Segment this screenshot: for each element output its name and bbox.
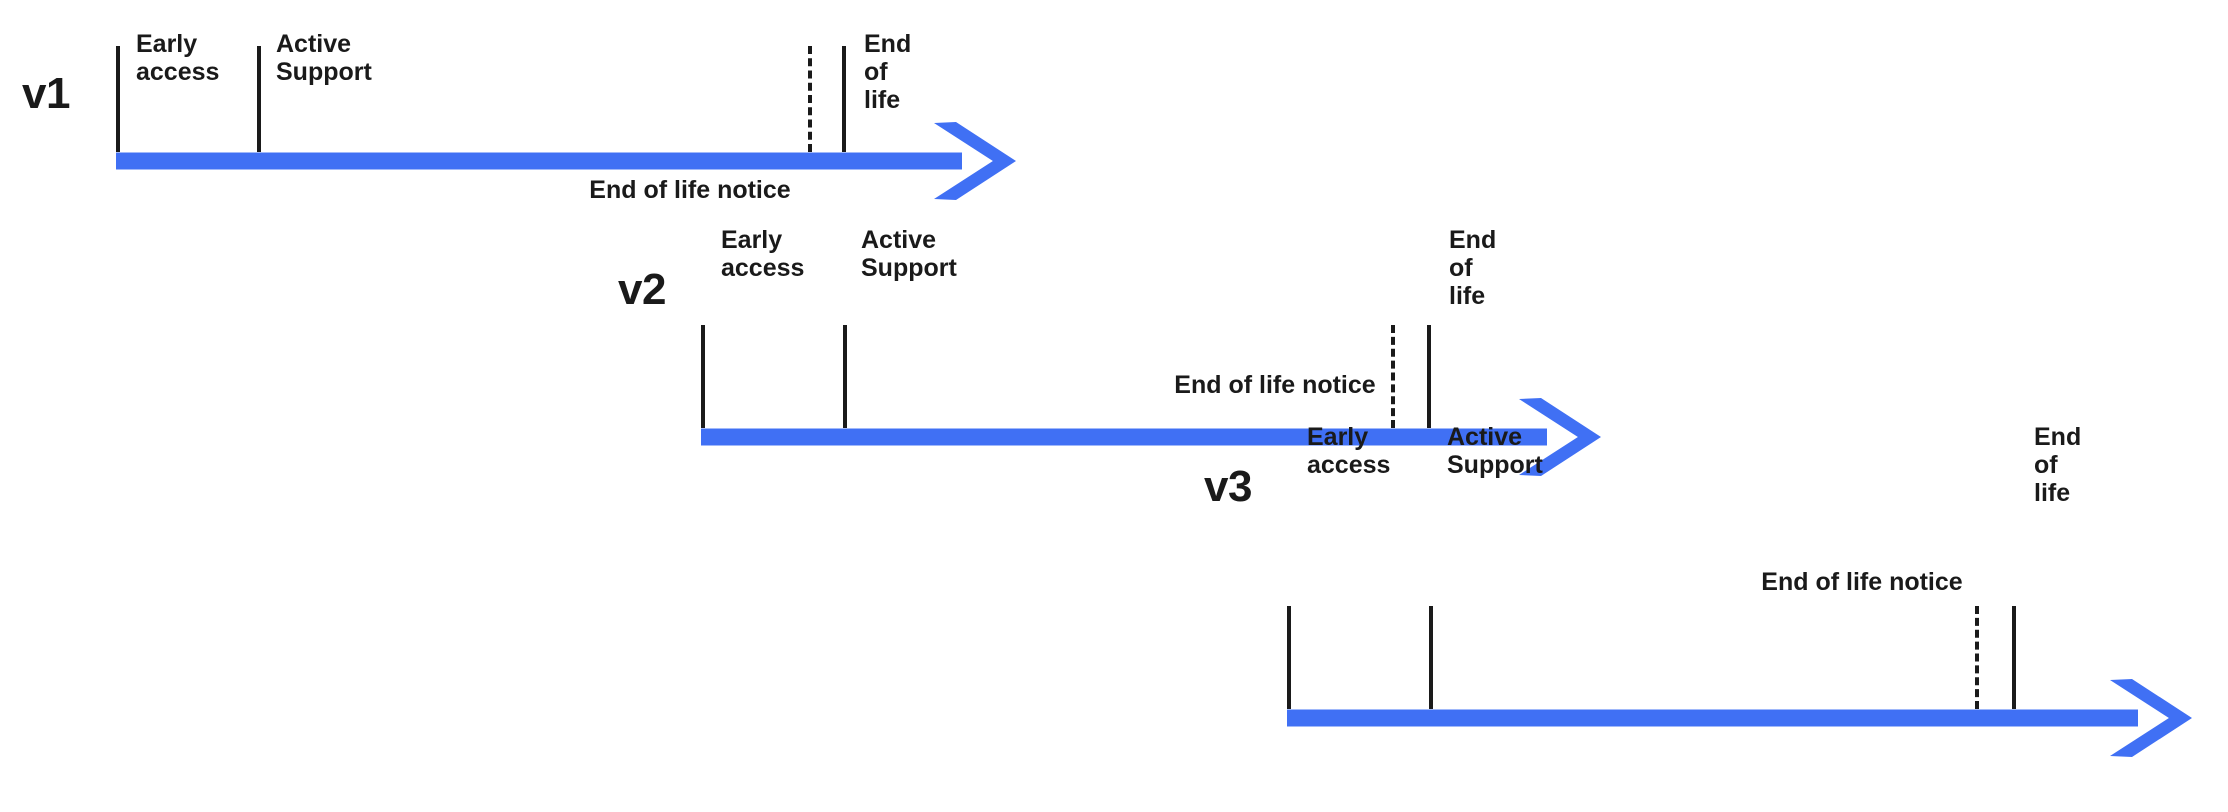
phase-label-v3-active-support: Active Support [1447,423,1543,479]
arrow-head-v3 [2110,678,2192,757]
notice-label-v1: End of life notice [589,176,791,204]
arrow-shaft-v3 [1287,709,2138,726]
version-label-v1: v1 [22,69,70,118]
phase-label-v1-end-of-life: End of life [864,30,912,114]
arrow-shaft-v2 [701,428,1547,445]
divider-v1-3 [842,46,846,152]
timeline-arrow-v1 [116,121,1016,200]
divider-v2-0 [701,325,705,428]
phase-label-v1-early-access: Early access [136,30,220,86]
version-label-v3: v3 [1204,462,1252,511]
phase-label-v3-end-of-life: End of life [2034,423,2082,507]
divider-v3-0 [1287,606,1291,709]
version-label-v2: v2 [618,265,666,314]
divider-v3-3 [2012,606,2016,709]
phase-label-v1-active-support: Active Support [276,30,372,86]
notice-label-v2: End of life notice [1174,371,1376,399]
timeline-arrow-v3 [1287,678,2192,757]
divider-v2-1 [843,325,847,428]
phase-label-v3-early-access: Early access [1307,423,1391,479]
phase-label-v2-early-access: Early access [721,226,805,282]
divider-v3-1 [1429,606,1433,709]
divider-v1-0 [116,46,120,152]
dashed-divider-v2-2 [1391,325,1395,428]
phase-label-v2-active-support: Active Support [861,226,957,282]
dashed-divider-v1-2 [808,46,812,152]
arrow-head-v2 [1519,397,1601,476]
phase-label-v2-end-of-life: End of life [1449,226,1497,310]
notice-label-v3: End of life notice [1761,568,1963,596]
arrow-shaft-v1 [116,152,962,169]
timeline-arrow-v2 [701,397,1601,476]
dashed-divider-v3-2 [1975,606,1979,709]
divider-v1-1 [257,46,261,152]
divider-v2-3 [1427,325,1431,428]
arrow-head-v1 [934,121,1016,200]
